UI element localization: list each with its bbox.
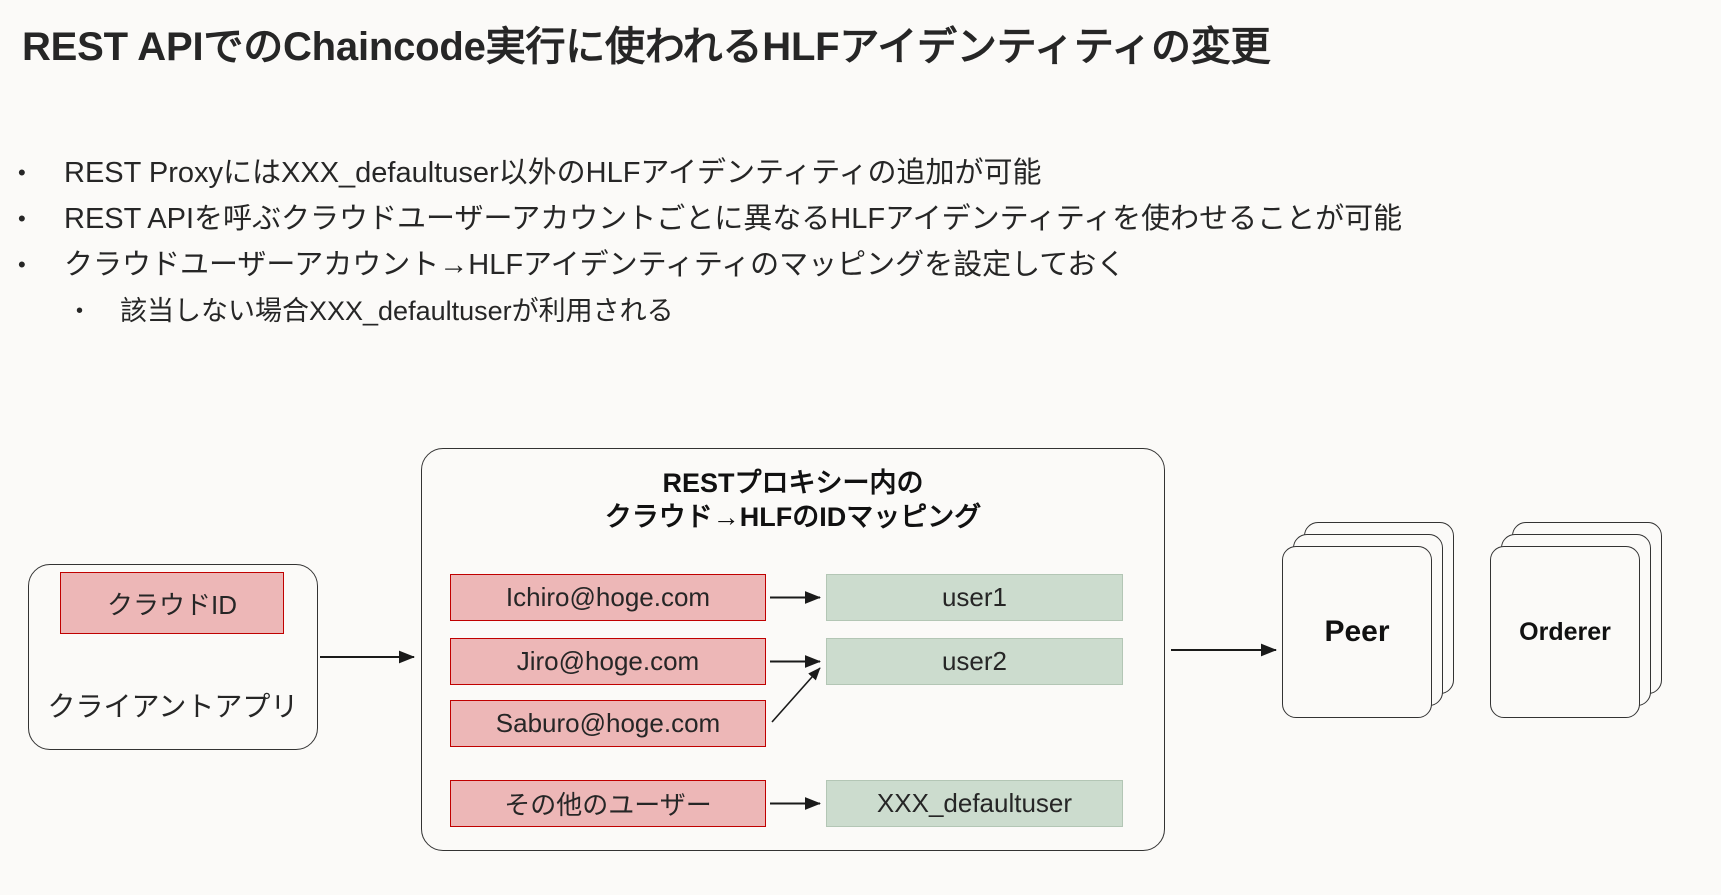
bullet-marker-icon: • — [18, 206, 26, 231]
mapping-target-user1: user1 — [826, 574, 1123, 621]
mapping-source-other-users: その他のユーザー — [450, 780, 766, 827]
bullet-marker-icon: • — [18, 160, 26, 185]
mapping-target-default-user: XXX_defaultuser — [826, 780, 1123, 827]
rest-proxy-title: RESTプロキシー内の クラウド→HLFのIDマッピング — [421, 466, 1165, 534]
peer-card-front: Peer — [1282, 546, 1432, 718]
peer-node-stack: Peer — [1282, 522, 1454, 718]
client-app-label: クライアントアプリ — [47, 691, 299, 722]
mapping-target-user2: user2 — [826, 638, 1123, 685]
bullet-text-3: クラウドユーザーアカウント→HLFアイデンティティのマッピングを設定しておく — [64, 249, 1126, 281]
bullet-text-1: REST ProxyにはXXX_defaultuser以外のHLFアイデンティテ… — [64, 157, 1042, 189]
peer-label: Peer — [1324, 615, 1390, 648]
bullet-list: • REST ProxyにはXXX_defaultuser以外のHLFアイデンテ… — [18, 150, 1518, 334]
page-title: REST APIでのChaincode実行に使われるHLFアイデンティティの変更 — [22, 25, 1271, 69]
bullet-item-4: • 該当しない場合XXX_defaultuserが利用される — [18, 288, 1518, 334]
bullet-item-2: • REST APIを呼ぶクラウドユーザーアカウントごとに異なるHLFアイデンテ… — [18, 196, 1518, 242]
rest-proxy-title-line2: クラウド→HLFのIDマッピング — [604, 502, 982, 532]
orderer-label: Orderer — [1519, 617, 1611, 646]
cloud-id-box: クラウドID — [60, 572, 284, 634]
mapping-source-ichiro: Ichiro@hoge.com — [450, 574, 766, 621]
orderer-card-front: Orderer — [1490, 546, 1640, 718]
bullet-marker-icon: • — [18, 252, 26, 277]
bullet-text-4: 該当しない場合XXX_defaultuserが利用される — [120, 296, 674, 326]
bullet-marker-icon: • — [76, 300, 84, 322]
bullet-item-3: • クラウドユーザーアカウント→HLFアイデンティティのマッピングを設定しておく — [18, 242, 1518, 288]
orderer-node-stack: Orderer — [1490, 522, 1662, 718]
bullet-text-2: REST APIを呼ぶクラウドユーザーアカウントごとに異なるHLFアイデンティテ… — [64, 203, 1403, 235]
mapping-source-saburo: Saburo@hoge.com — [450, 700, 766, 747]
mapping-source-jiro: Jiro@hoge.com — [450, 638, 766, 685]
arrow-saburo-to-user2 — [771, 667, 821, 723]
bullet-item-1: • REST ProxyにはXXX_defaultuser以外のHLFアイデンテ… — [18, 150, 1518, 196]
rest-proxy-title-line1: RESTプロキシー内の — [662, 468, 924, 498]
